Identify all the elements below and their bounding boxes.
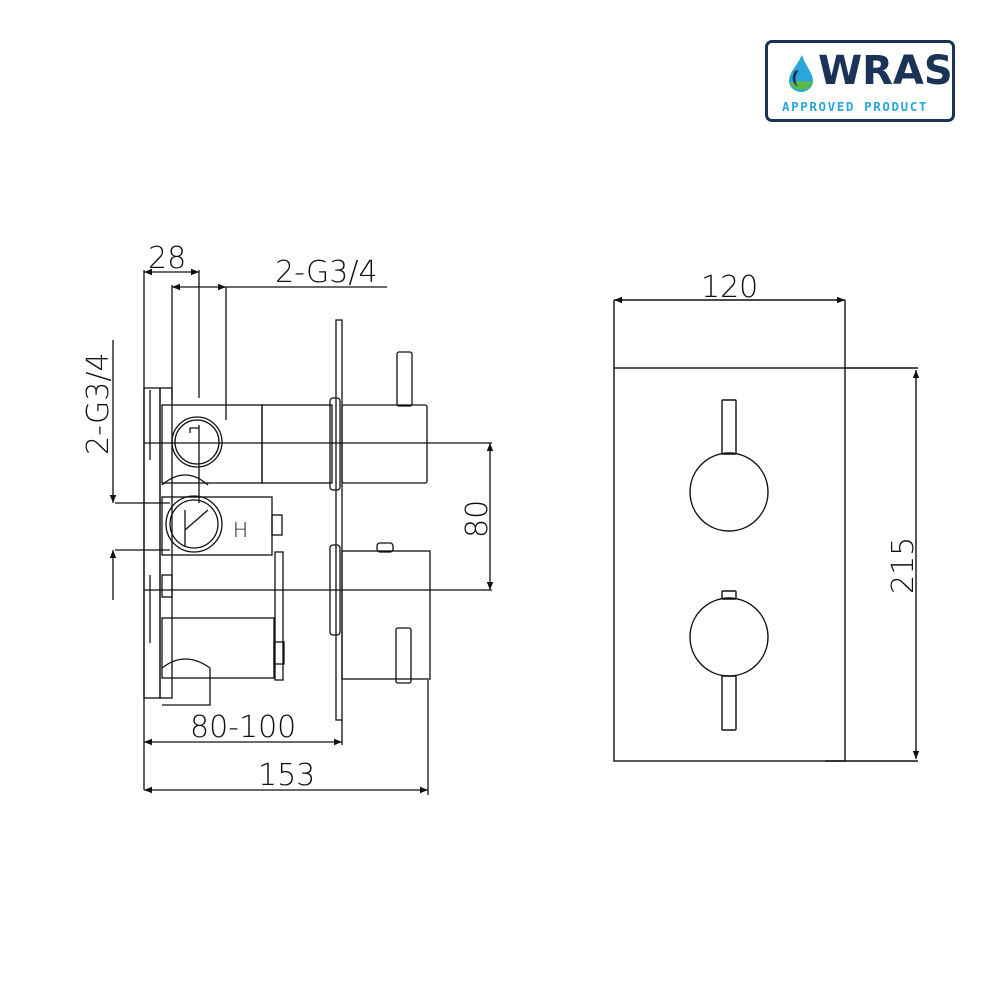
side-view: H [109,268,494,795]
dim-inlet-thread: 2-G3/4 [81,352,116,455]
water-drop-icon [789,55,813,92]
badge-subtitle: APPROVED PRODUCT [782,99,929,114]
dim-overall-depth: 153 [258,758,315,793]
dim-spindle-spacing: 80 [460,500,495,538]
lower-control-knob [689,597,769,677]
dim-outlet-thread: 2-G3/4 [275,255,378,290]
front-view [613,296,920,762]
badge-title: WRAS [818,48,953,94]
dim-28: 28 [148,241,186,276]
upper-control-knob [689,452,769,532]
hot-marker-label: H [233,518,248,542]
wras-approved-badge: WRAS APPROVED PRODUCT [765,40,955,122]
dim-width: 120 [701,270,758,305]
dim-wall-depth: 80-100 [190,710,296,745]
dim-height: 215 [886,537,921,594]
